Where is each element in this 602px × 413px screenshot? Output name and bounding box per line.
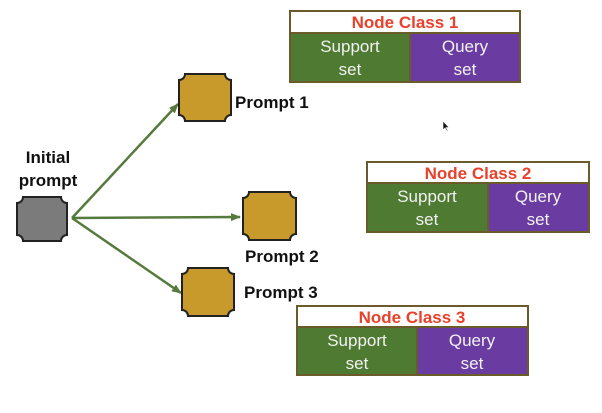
node-class-3-query-line-1: Query (449, 331, 496, 350)
prompt-2-label: Prompt 2 (245, 247, 319, 266)
prompt-node-3: Prompt 3 (181, 267, 318, 317)
node-class-2-support-cell (366, 182, 489, 233)
edge-initial-to-prompt-3 (71, 216, 182, 295)
prompt-node-2: Prompt 2 (242, 191, 319, 266)
node-class-1-table: Node Class 1 Support set Query set (289, 10, 521, 83)
node-class-1-support-line-1: Support (320, 37, 380, 56)
edge-initial-to-prompt-2 (71, 213, 241, 222)
prompt-3-shape (181, 267, 235, 317)
node-class-3-support-line-1: Support (327, 331, 387, 350)
node-class-3-table: Node Class 3 Support set Query set (296, 305, 529, 376)
node-class-1-query-line-1: Query (442, 37, 489, 56)
node-class-1-query-line-2: set (454, 60, 477, 79)
prompt-3-label: Prompt 3 (244, 283, 318, 302)
node-class-2-support-line-2: set (416, 210, 439, 229)
prompt-1-label: Prompt 1 (235, 93, 309, 112)
prompt-2-shape (242, 191, 297, 241)
initial-prompt-label-line-1: Initial (26, 148, 70, 167)
initial-prompt-label-line-2: prompt (19, 171, 78, 190)
node-class-1-query-cell (409, 32, 521, 83)
edge-initial-to-prompt-1 (71, 103, 179, 219)
node-class-2-table: Node Class 2 Support set Query set (366, 161, 590, 233)
node-class-3-query-cell (416, 326, 529, 376)
node-class-3-support-line-2: set (346, 354, 369, 373)
initial-prompt-shape (16, 196, 68, 242)
node-class-3-query-line-2: set (461, 354, 484, 373)
prompt-node-1: Prompt 1 (178, 73, 309, 122)
edges (71, 103, 241, 295)
prompt-1-shape (178, 73, 232, 122)
node-class-2-title: Node Class 2 (425, 164, 532, 183)
node-class-3-title: Node Class 3 (359, 308, 466, 327)
arrow-cursor-icon (442, 120, 450, 132)
node-class-1-support-cell (289, 32, 411, 83)
initial-prompt-node: Initial prompt (16, 148, 78, 242)
node-class-1-title: Node Class 1 (352, 13, 459, 32)
node-class-2-query-cell (487, 182, 590, 233)
node-class-1-support-line-2: set (339, 60, 362, 79)
node-class-3-support-cell (296, 326, 418, 376)
node-class-2-query-line-2: set (527, 210, 550, 229)
node-class-2-support-line-1: Support (397, 187, 457, 206)
node-class-2-query-line-1: Query (515, 187, 562, 206)
